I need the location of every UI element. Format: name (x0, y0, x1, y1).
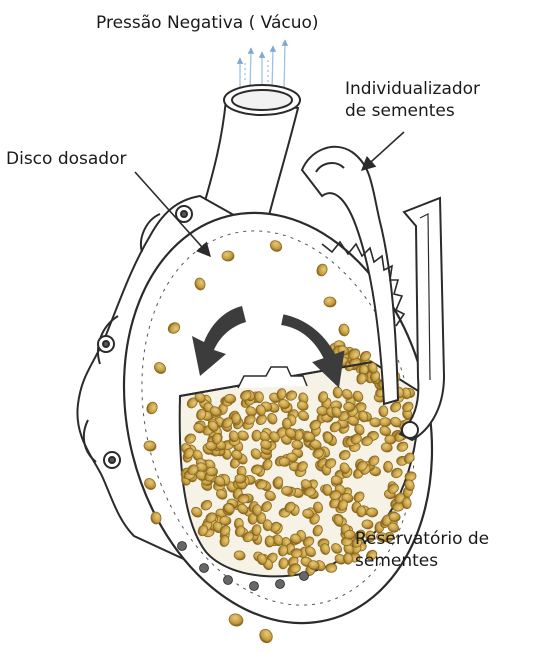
empty-hole (276, 580, 285, 589)
reservoir-label-line1: Reservatório de (355, 528, 489, 550)
reservoir-seed (252, 430, 262, 442)
reservoir-seed (252, 505, 261, 516)
reservoir-seed (282, 418, 292, 430)
reservoir-seed (238, 494, 249, 503)
reservoir-seed (357, 506, 366, 517)
vacuum-label: Pressão Negativa ( Vácuo) (96, 12, 319, 34)
reservoir-seed (380, 418, 391, 427)
reservoir-label: Reservatório de sementes (355, 528, 489, 572)
singulator-label-line1: Individualizador (345, 78, 480, 100)
reservoir-seed (220, 516, 231, 526)
empty-hole (300, 572, 309, 581)
reservoir-seed (279, 457, 290, 466)
reservoir-seed (281, 486, 292, 496)
empty-hole (224, 576, 233, 585)
reservoir-seed (379, 406, 388, 417)
reservoir-seed (367, 508, 378, 517)
falling-seed (257, 627, 274, 645)
reservoir-label-line2: sementes (355, 550, 489, 572)
singulator-label-line2: de sementes (345, 100, 480, 122)
singulator-label: Individualizador de sementes (345, 78, 480, 122)
reservoir-seed (265, 536, 274, 547)
empty-hole (200, 564, 209, 573)
reservoir-seed (291, 548, 303, 558)
metering-disc-label: Disco dosador (6, 148, 126, 170)
falling-seed (227, 612, 244, 628)
reservoir-seed (254, 392, 263, 403)
disc-seed (222, 251, 234, 261)
empty-hole (250, 582, 259, 591)
empty-hole (178, 542, 187, 551)
reservoir-seed (402, 497, 412, 509)
reservoir-seed (383, 461, 392, 472)
reservoir-seed (333, 387, 343, 399)
reservoir-seed (344, 530, 355, 540)
reservoir-seed (206, 467, 217, 476)
reservoir-seed (235, 474, 246, 483)
singulator-leader-line (362, 132, 404, 170)
reservoir-seed (343, 553, 353, 564)
reservoir-seed (325, 563, 336, 573)
